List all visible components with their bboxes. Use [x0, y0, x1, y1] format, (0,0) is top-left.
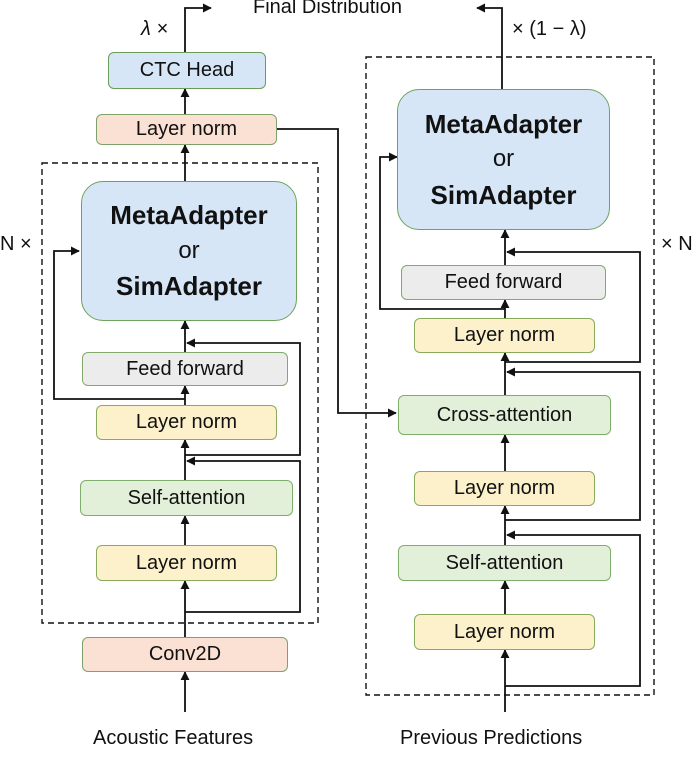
- encoder-adapter-simadapter-label: SimAdapter: [116, 271, 262, 302]
- encoder-repeat-label: N ×: [0, 233, 32, 255]
- decoder-feed-forward-box: Feed forward: [401, 265, 606, 300]
- encoder-attn-layer-norm-box: Layer norm: [96, 545, 277, 581]
- decoder-adapter-simadapter-label: SimAdapter: [430, 179, 577, 210]
- decoder-self-attention-box: Self-attention: [398, 545, 611, 581]
- decoder-ff-layer-norm-box: Layer norm: [414, 318, 595, 353]
- decoder-adapter-metaadapter-label: MetaAdapter: [424, 108, 583, 139]
- decoder-repeat-label: × N: [661, 233, 693, 255]
- decoder-adapter-or-label: or: [492, 145, 515, 173]
- encoder-adapter-metaadapter-label: MetaAdapter: [110, 200, 268, 231]
- ctc-head-box: CTC Head: [108, 52, 266, 89]
- encoder-self-attention-box: Self-attention: [80, 480, 293, 516]
- final-distribution-label: Final Distribution: [253, 0, 402, 18]
- previous-predictions-label: Previous Predictions: [400, 727, 583, 749]
- decoder-block-border: [365, 56, 655, 696]
- cross-attention-box: Cross-attention: [398, 395, 611, 435]
- encoder-adapter-box: MetaAdapter or SimAdapter: [81, 181, 297, 321]
- acoustic-features-label: Acoustic Features: [93, 727, 254, 749]
- encoder-block-border: [41, 162, 319, 624]
- encoder-adapter-or-label: or: [178, 236, 200, 264]
- decoder-self-layer-norm-box: Layer norm: [414, 614, 595, 650]
- lambda-weight-label: λ ×: [141, 18, 169, 40]
- encoder-ff-layer-norm-box: Layer norm: [96, 405, 277, 440]
- decoder-adapter-box: MetaAdapter or SimAdapter: [397, 89, 610, 230]
- one-minus-lambda-weight-label: × (1 − λ): [512, 18, 587, 40]
- encoder-output-layer-norm-box: Layer norm: [96, 114, 277, 145]
- decoder-cross-layer-norm-box: Layer norm: [414, 471, 595, 506]
- encoder-feed-forward-box: Feed forward: [82, 352, 288, 386]
- conv2d-box: Conv2D: [82, 637, 288, 672]
